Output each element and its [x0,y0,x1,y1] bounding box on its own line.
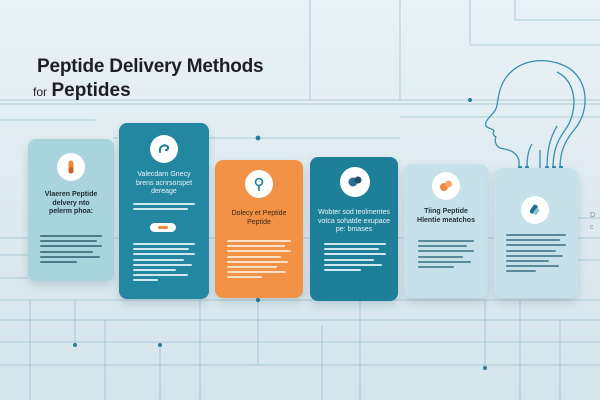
capsule-icon [57,153,85,181]
capsule-pill-icon [150,223,176,232]
method-card-6[interactable] [494,168,578,298]
method-card-4[interactable]: Wobter sod teolmentes votca sohatde exup… [310,157,398,301]
method-card-2[interactable]: Valecdarn Gnecy brens acnrsorspet dereag… [119,123,209,299]
card-title-line: Wobter sod teolmentes [318,209,390,216]
inhaler-icon [521,196,549,224]
pill-pair-icon [340,167,370,197]
swirl-icon [150,135,178,163]
tablets-icon [432,172,460,200]
dropper-icon [245,170,273,198]
card-title-line: brens acnrsorspet [135,179,193,187]
placeholder-text-lines [40,235,102,266]
card-title-line: Vlaeren Peptide [44,191,98,198]
card-title: Valecdarn Gnecy brens acnrsorspet dereag… [123,171,205,197]
method-card-3[interactable]: Dolecy et Peptide Peptide [215,160,303,298]
method-card-5[interactable]: Tiing Peptide Hlentie meatchos [404,164,488,298]
card-title-line: Valecdarn Gnecy [137,171,191,178]
card-title: Dolecy et Peptide Peptide [219,210,299,227]
placeholder-text-lines [324,243,386,274]
subtitle-main: Peptides [51,80,131,101]
page-subtitle: for Peptides [33,80,131,102]
card-title-line: pe: bmases [335,226,373,233]
side-label: D [590,212,596,219]
placeholder-text-lines [133,203,195,213]
card-title: Wobter sod teolmentes votca sohatde exup… [312,209,396,235]
method-card-1[interactable]: Vlaeren Peptide delvery nto pelerm phoa: [28,139,114,281]
card-title: Tiing Peptide Hlentie meatchos [408,208,484,225]
card-title: Vlaeren Peptide delvery nto pelerm phoa: [32,191,110,217]
card-title-line: dereage [151,188,177,195]
card-title-line: Peptide [247,218,271,226]
card-title-line: delvery nto [52,199,90,207]
card-title-line: votca sohatde exupace [318,217,390,225]
subtitle-prefix: for [33,85,48,99]
placeholder-text-lines [418,240,474,271]
placeholder-text-lines [227,240,291,282]
card-title-line: Dolecy et Peptide [231,210,287,217]
card-title-line: Hlentie meatchos [417,216,475,224]
placeholder-text-lines [506,234,566,276]
card-title-line: Tiing Peptide [424,208,468,215]
page-title: Peptide Delivery Methods [37,56,264,77]
side-label: c [590,224,594,231]
placeholder-text-lines [133,243,195,285]
card-title-line: pelerm phoa: [49,208,93,215]
